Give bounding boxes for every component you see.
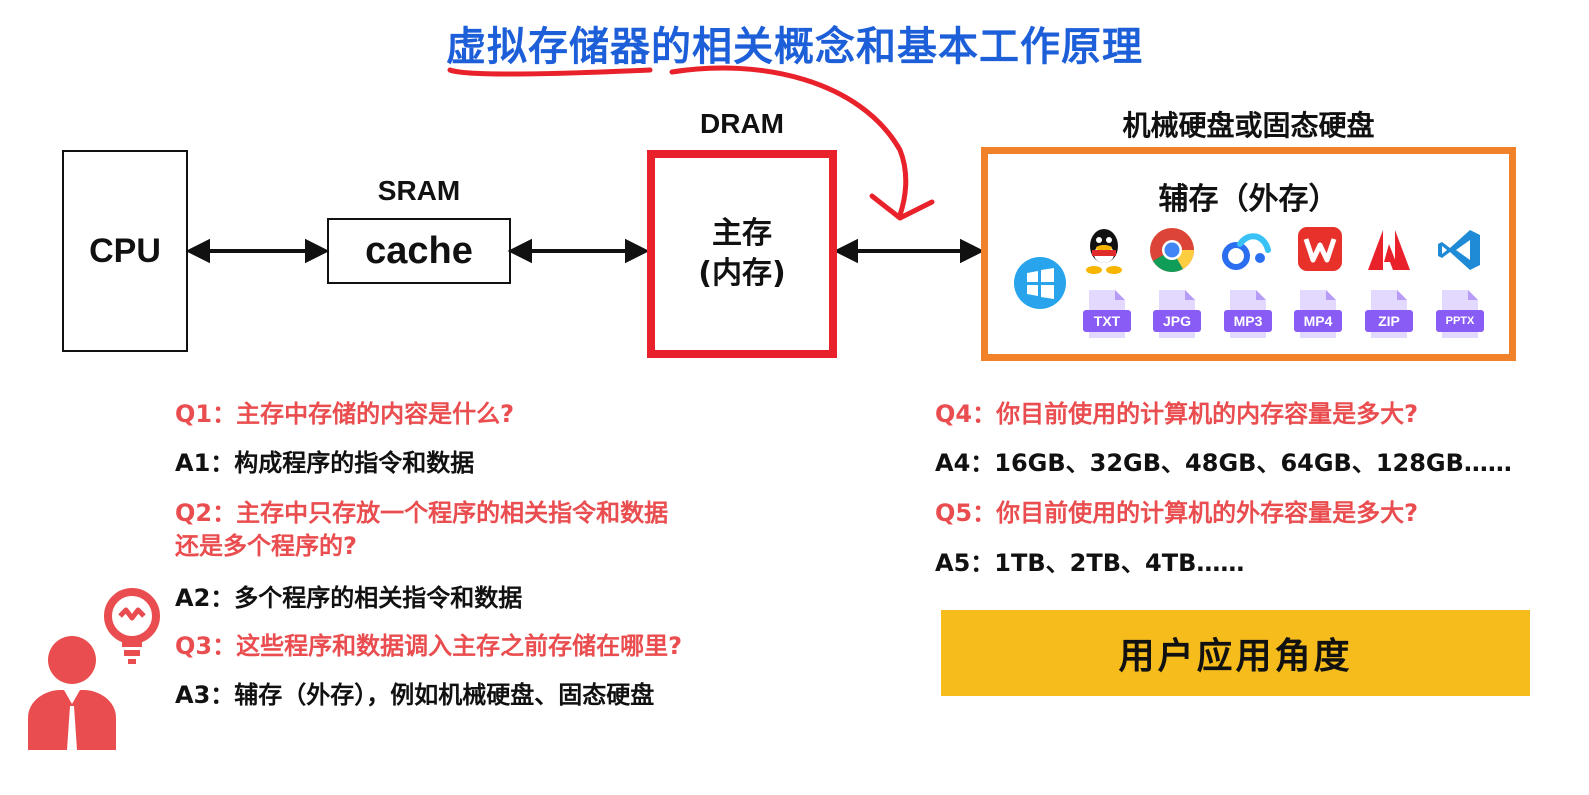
cache-label: cache bbox=[365, 229, 473, 272]
dram-label: DRAM bbox=[700, 108, 784, 139]
windows-icon bbox=[1014, 257, 1066, 309]
mp4-file-label: MP4 bbox=[1294, 310, 1342, 332]
jpg-file-icon: JPG bbox=[1153, 288, 1201, 340]
question-5: Q5：你目前使用的计算机的外存容量是多大? bbox=[935, 499, 1419, 527]
question-2-line-1: Q2：主存中只存放一个程序的相关指令和数据 bbox=[175, 499, 669, 527]
question-1: Q1：主存中存储的内容是什么? bbox=[175, 400, 515, 428]
answer-1: A1：构成程序的指令和数据 bbox=[175, 449, 475, 477]
jpg-file-label: JPG bbox=[1153, 310, 1201, 332]
page-title: 虚拟存储器的相关概念和基本工作原理 bbox=[446, 24, 1143, 70]
txt-file-label: TXT bbox=[1083, 310, 1131, 332]
question-4: Q4：你目前使用的计算机的内存容量是多大? bbox=[935, 400, 1419, 428]
wps-icon bbox=[1298, 227, 1342, 271]
cpu-label: CPU bbox=[89, 231, 161, 270]
chrome-icon bbox=[1150, 228, 1194, 272]
answer-5: A5：1TB、2TB、4TB…… bbox=[935, 549, 1245, 577]
baidu-netdisk-icon bbox=[1222, 233, 1271, 270]
answer-4: A4：16GB、32GB、48GB、64GB、128GB…… bbox=[935, 449, 1512, 477]
pptx-file-icon: PPTX bbox=[1436, 288, 1484, 340]
main-memory-label: 主存 bbox=[712, 216, 772, 251]
person-idea-icon bbox=[28, 588, 160, 750]
question-2-line-2: 还是多个程序的? bbox=[175, 532, 357, 560]
adobe-icon bbox=[1368, 230, 1410, 270]
main-memory-sublabel: (内存) bbox=[698, 256, 786, 291]
qq-icon bbox=[1086, 229, 1122, 274]
mp4-file-icon: MP4 bbox=[1294, 288, 1342, 340]
answer-2: A2：多个程序的相关指令和数据 bbox=[175, 584, 523, 612]
disk-label: 机械硬盘或固态硬盘 bbox=[1122, 109, 1375, 142]
mp3-file-label: MP3 bbox=[1224, 310, 1272, 332]
mp3-file-icon: MP3 bbox=[1224, 288, 1272, 340]
cache-box: cache bbox=[327, 218, 511, 284]
sram-label: SRAM bbox=[377, 175, 461, 206]
txt-file-icon: TXT bbox=[1083, 288, 1131, 340]
aux-memory-label: 辅存（外存） bbox=[1158, 182, 1339, 217]
vscode-icon bbox=[1438, 230, 1480, 270]
question-3: Q3：这些程序和数据调入主存之前存储在哪里? bbox=[175, 632, 683, 660]
answer-3: A3：辅存（外存），例如机械硬盘、固态硬盘 bbox=[175, 681, 655, 709]
pptx-file-label: PPTX bbox=[1436, 310, 1484, 332]
cpu-box: CPU bbox=[62, 150, 188, 352]
zip-file-icon: ZIP bbox=[1365, 288, 1413, 340]
user-perspective-banner: 用户应用角度 bbox=[941, 610, 1530, 696]
aux-memory-box bbox=[981, 147, 1516, 361]
zip-file-label: ZIP bbox=[1365, 310, 1413, 332]
banner-label: 用户应用角度 bbox=[1118, 636, 1353, 677]
main-memory-box: 主存 (内存) bbox=[647, 150, 837, 358]
